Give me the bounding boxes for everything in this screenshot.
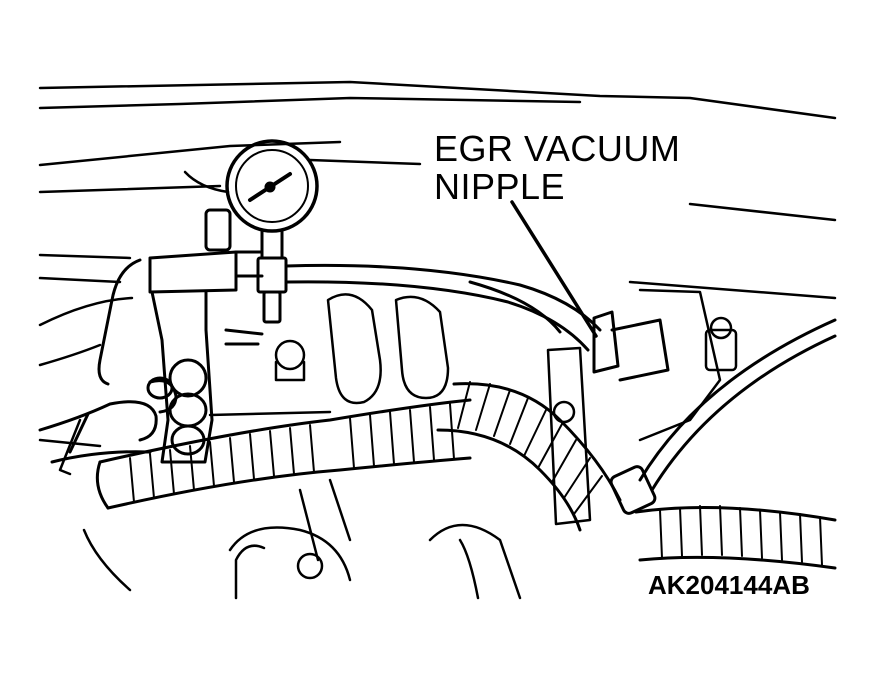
callout-line-2: NIPPLE <box>434 166 566 207</box>
figure-code: AK204144AB <box>648 570 810 600</box>
lower-components <box>38 418 522 600</box>
egr-vacuum-nipple-label: EGR VACUUM NIPPLE <box>434 130 680 206</box>
corrugated-harness <box>95 398 472 510</box>
engine-block <box>208 288 738 526</box>
egr-vacuum-nipple <box>592 310 670 382</box>
right-hose <box>609 318 837 515</box>
tee-fitting <box>97 208 264 464</box>
engine-bay-background-lines <box>38 80 837 367</box>
callout-leader-line <box>510 200 598 338</box>
vacuum-hose <box>284 263 602 352</box>
corrugated-harness-secondary <box>436 381 622 532</box>
right-corrugated-tube <box>634 505 837 570</box>
technician-hand <box>38 379 178 464</box>
callout-line-1: EGR VACUUM <box>434 128 681 169</box>
vacuum-gauge <box>225 139 319 324</box>
